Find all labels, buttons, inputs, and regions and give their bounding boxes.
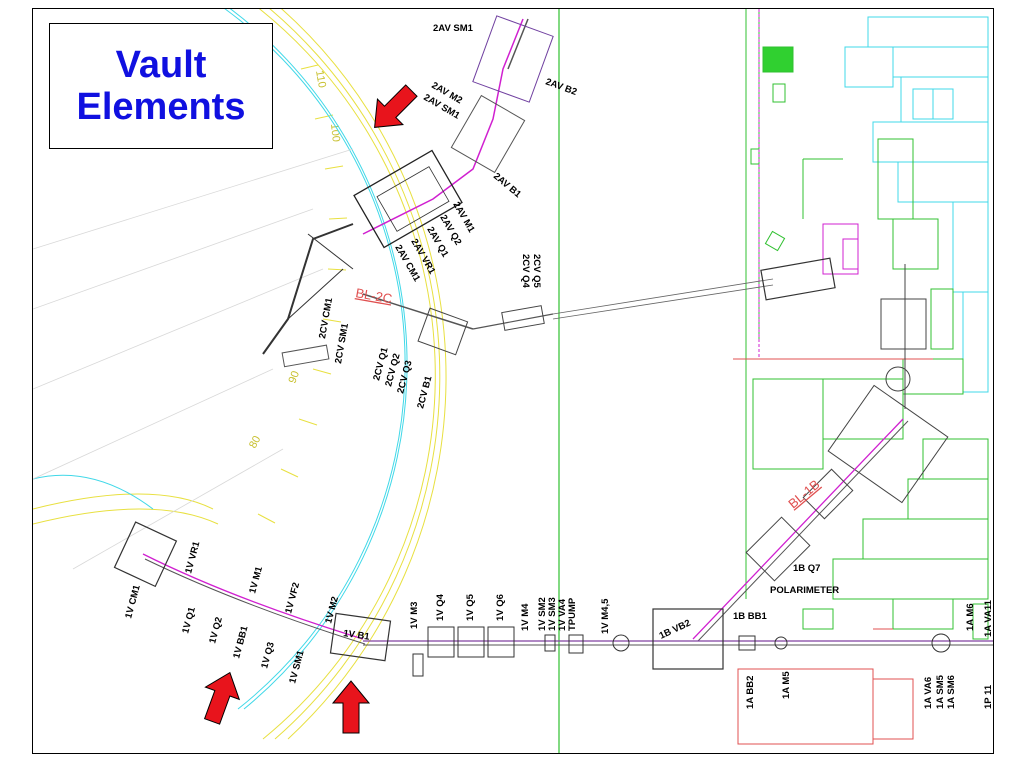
label-2cv-sm1: 2CV SM1	[333, 322, 351, 365]
label-1a-sm5: 1A SM5	[935, 674, 946, 709]
label-2av-b1: 2AV B1	[491, 171, 524, 201]
label-1v-sm1: 1V SM1	[287, 649, 307, 685]
arrow-lower-right	[331, 680, 371, 734]
label-1a-bb2: 1A BB2	[745, 676, 756, 709]
label-1v-cm1: 1V CM1	[123, 583, 143, 620]
beamline-right	[827, 264, 949, 504]
beamline-1b	[692, 418, 909, 642]
label-polarimeter: POLARIMETER	[770, 585, 839, 596]
label-2av-b2: 2AV B2	[544, 76, 578, 97]
label-1v-q4: 1V Q4	[435, 593, 446, 621]
label-1b-bb1: 1B BB1	[733, 611, 768, 622]
ring-cyan	[33, 9, 408, 710]
label-1a-m6: 1A M6	[965, 603, 976, 631]
green-rooms	[745, 9, 989, 640]
ring-tick-90: 90	[287, 369, 302, 385]
label-1b-q7: 1B Q7	[793, 563, 820, 574]
ring-tick-110: 110	[313, 69, 328, 88]
beamline-2cv	[362, 257, 836, 356]
light-lines	[33, 148, 354, 570]
arrow-upper	[374, 84, 418, 128]
label-1v-m1: 1V M1	[247, 565, 265, 595]
label-1v-m45: 1V M4,5	[600, 598, 611, 634]
label-bl-2c: BL-2C	[354, 285, 393, 306]
label-1a-m5: 1A M5	[781, 671, 792, 699]
label-1a-va6: 1A VA6	[923, 677, 934, 709]
title-line-2: Elements	[76, 86, 246, 128]
label-1v-sm3: 1V SM3	[547, 597, 558, 631]
label-1v-va4: 1V VA4	[557, 598, 568, 631]
labels-1b-1a: 1B VB2 1B BB1 1B Q7 POLARIMETER 1A BB2 1…	[658, 563, 993, 709]
label-1v-vr1: 1V VR1	[183, 540, 202, 575]
label-1v-m3: 1V M3	[409, 602, 420, 629]
ring-ticks	[257, 64, 348, 524]
label-1p-11: 1P 11	[983, 684, 993, 709]
red-regions	[733, 358, 933, 745]
label-tpump: TPUMP	[567, 597, 578, 631]
label-1v-b1: 1V B1	[343, 628, 371, 643]
label-1v-sm2: 1V SM2	[537, 597, 548, 631]
label-1a-sm6: 1A SM6	[946, 675, 957, 709]
arrow-lower-left	[203, 671, 241, 725]
label-1a-va11: 1A VA11	[983, 599, 993, 637]
label-1v-q3: 1V Q3	[259, 641, 277, 670]
label-1v-q5: 1V Q5	[465, 593, 476, 621]
label-2cv-cm1: 2CV CM1	[317, 296, 335, 339]
ring-tick-100: 100	[328, 123, 342, 143]
title-box: Vault Elements	[49, 23, 273, 149]
label-1v-m4: 1V M4	[520, 603, 531, 631]
label-1v-q1: 1V Q1	[180, 605, 198, 635]
label-2cv-q5: 2CV Q5	[531, 254, 542, 289]
beamline-1v	[113, 521, 993, 677]
label-1b-vb2: 1B VB2	[658, 618, 693, 642]
diagram-frame: 110 100 90 80	[32, 8, 994, 754]
labels-2av: 2AV SM1 2AV B2 2AV M2 2AV SM1 2AV B1 2AV…	[392, 23, 578, 284]
label-2cv-q4: 2CV Q4	[520, 254, 531, 289]
ring-yellow	[33, 9, 447, 740]
label-2av-sm1: 2AV SM1	[433, 23, 474, 34]
label-1v-bb1: 1V BB1	[231, 624, 250, 660]
cyan-building	[844, 16, 989, 393]
label-1v-q2: 1V Q2	[207, 616, 225, 645]
label-1v-q6: 1V Q6	[495, 594, 506, 621]
ring-tick-80: 80	[247, 434, 263, 450]
vault-diagram: 110 100 90 80	[33, 9, 993, 753]
label-2cv-b1: 2CV B1	[415, 374, 434, 410]
label-1v-m2: 1V M2	[323, 595, 341, 624]
title-line-1: Vault	[115, 44, 207, 86]
beamline-2av	[262, 15, 554, 368]
label-bl-1b: BL-1B	[785, 477, 822, 512]
labels-1v: 1V CM1 1V VR1 1V Q1 1V Q2 1V M1 1V BB1 1…	[123, 540, 611, 685]
label-1v-vf2: 1V VF2	[283, 581, 302, 614]
